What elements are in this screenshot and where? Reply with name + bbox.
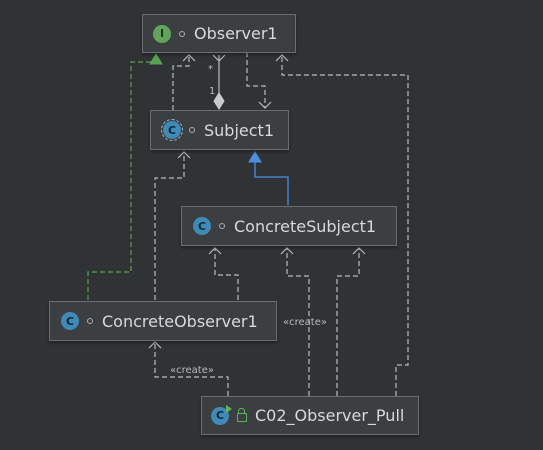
create-label-concrete-subject: «create» xyxy=(283,317,327,328)
runnable-class-icon: C xyxy=(211,404,232,425)
public-visibility-icon xyxy=(237,408,247,422)
edge-realization-concreteobserver-observer xyxy=(87,53,163,300)
node-subject1[interactable]: C Subject1 xyxy=(150,110,289,150)
edge-dependency-c02-observer xyxy=(275,54,409,396)
edge-generalization-concretesubject-subject xyxy=(248,151,289,205)
abstract-class-icon: C xyxy=(161,119,183,141)
edge-dependency-concreteobserver-concretesubject xyxy=(208,247,239,300)
edge-dependency-c02-concretesubject xyxy=(336,247,366,396)
node-concrete-subject1[interactable]: C ConcreteSubject1 xyxy=(181,206,397,246)
edge-create-concretesubject xyxy=(280,247,310,396)
package-visibility-icon xyxy=(219,223,225,229)
edge-create-concreteobserver xyxy=(148,341,229,396)
create-label-concrete-observer: «create» xyxy=(170,365,214,376)
node-concrete-subject1-label: ConcreteSubject1 xyxy=(234,216,377,236)
node-subject1-label: Subject1 xyxy=(204,120,274,140)
node-c02-observer-pull[interactable]: C C02_Observer_Pull xyxy=(201,396,419,435)
node-concrete-observer1-label: ConcreteObserver1 xyxy=(102,311,258,331)
class-icon: C xyxy=(193,217,211,235)
package-visibility-icon xyxy=(189,127,195,133)
edge-composition-subject-observer xyxy=(212,54,226,110)
multiplicity-source: 1 xyxy=(209,86,216,97)
edge-dependency-concreteobserver-subject xyxy=(154,151,191,300)
edge-dependency-observer-up xyxy=(172,54,196,110)
node-c02-observer-pull-label: C02_Observer_Pull xyxy=(255,406,405,425)
node-observer1[interactable]: I Observer1 xyxy=(142,14,296,53)
multiplicity-target: * xyxy=(208,64,213,75)
class-icon: C xyxy=(61,312,79,330)
interface-icon: I xyxy=(153,24,171,43)
package-visibility-icon xyxy=(87,318,93,324)
package-visibility-icon xyxy=(179,30,185,37)
node-observer1-label: Observer1 xyxy=(194,24,278,43)
edge-dependency-observer1-subject1 xyxy=(246,52,272,109)
node-concrete-observer1[interactable]: C ConcreteObserver1 xyxy=(49,301,277,341)
